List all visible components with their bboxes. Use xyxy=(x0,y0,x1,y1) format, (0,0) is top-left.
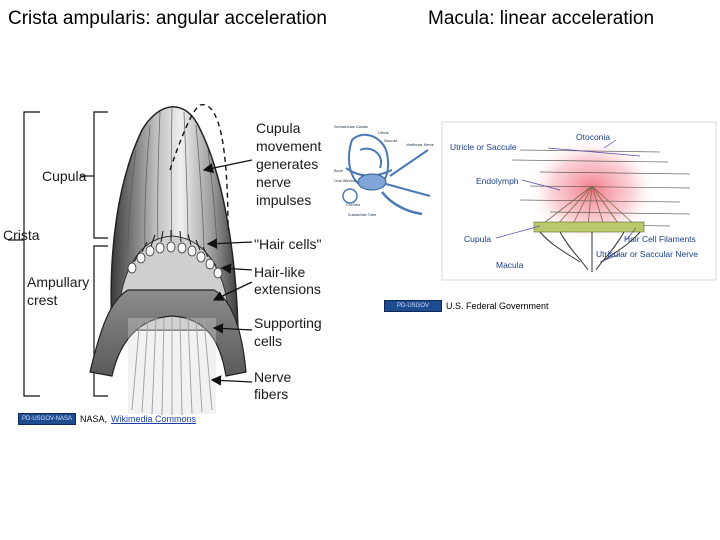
credit-text-right: U.S. Federal Government xyxy=(446,301,549,311)
label-movement-1: Cupula xyxy=(256,120,301,136)
crista-ampullaris-diagram: Cupula Crista Ampullary crest Cupula mov… xyxy=(3,104,322,416)
public-domain-badge-right: PD-USGOV xyxy=(384,300,442,312)
label-movement-5: impulses xyxy=(256,192,311,208)
macula-diagram: Otoconia Utricle or Saccule Endolymph Cu… xyxy=(441,121,717,281)
label-cupula: Cupula xyxy=(42,168,87,184)
crista-brace xyxy=(23,111,40,397)
label-movement-2: movement xyxy=(256,138,321,154)
label-movement-4: nerve xyxy=(256,174,291,190)
nerve-fibers xyxy=(131,317,213,416)
cupula-displaced-outline xyxy=(169,104,229,231)
ear-label-saccule: Saccule xyxy=(384,139,398,143)
label-utricle: Utricle or Saccule xyxy=(450,142,517,152)
right-credit: PD-USGOV U.S. Federal Government xyxy=(384,300,549,312)
label-cupula-macula: Cupula xyxy=(464,234,491,244)
ear-label-canals: Semicircular Canals xyxy=(334,125,368,129)
label-supporting-2: cells xyxy=(254,333,282,349)
label-movement-3: generates xyxy=(256,156,318,172)
label-hair-filaments: Hair Cell Filaments xyxy=(624,234,696,244)
hair-cell-filaments xyxy=(539,185,637,227)
label-hairlike-2: extensions xyxy=(254,281,321,297)
macula-membrane xyxy=(533,221,645,233)
wikimedia-link[interactable]: Wikimedia Commons xyxy=(111,414,197,424)
label-crista: Crista xyxy=(3,227,40,243)
label-hairlike-1: Hair-like xyxy=(254,264,306,280)
crista-title: Crista ampularis: angular acceleration xyxy=(8,8,327,29)
ear-label-eustachian: Eustachian Tube xyxy=(348,213,376,217)
macula-leader-lines xyxy=(495,139,641,263)
label-otoconia: Otoconia xyxy=(576,132,610,142)
label-macula: Macula xyxy=(496,260,524,270)
left-credit: PD-USGOV-NASA NASA, Wikimedia Commons xyxy=(18,413,196,425)
ear-label-vestibular: Vestibular Nerve xyxy=(406,143,434,147)
label-endolymph: Endolymph xyxy=(476,176,519,186)
crista-pointer-arrows xyxy=(202,159,253,386)
ampullary-base xyxy=(89,289,247,377)
label-nerve-macula: Utricular or Saccular Nerve xyxy=(596,249,698,259)
ear-label-oval: Oval Window xyxy=(334,179,357,183)
label-hair-cells: "Hair cells" xyxy=(254,236,322,252)
label-nerve-2: fibers xyxy=(254,386,288,402)
macula-title: Macula: linear acceleration xyxy=(428,8,655,29)
cupula-brace xyxy=(93,111,108,239)
label-nerve-1: Nerve xyxy=(254,369,292,385)
inner-ear-inset: Semicircular Canals Utricle Vestibular N… xyxy=(332,122,436,226)
ear-label-bone: Bone xyxy=(334,169,343,173)
ampullary-crest-brace xyxy=(93,245,108,397)
label-crest: crest xyxy=(27,292,57,308)
ear-label-cochlea: Cochlea xyxy=(346,203,361,207)
label-supporting-1: Supporting xyxy=(254,315,322,331)
credit-text: NASA, xyxy=(80,414,108,424)
public-domain-badge: PD-USGOV-NASA xyxy=(18,413,76,425)
label-ampullary: Ampullary xyxy=(27,274,89,290)
ear-label-utricle: Utricle xyxy=(378,131,389,135)
